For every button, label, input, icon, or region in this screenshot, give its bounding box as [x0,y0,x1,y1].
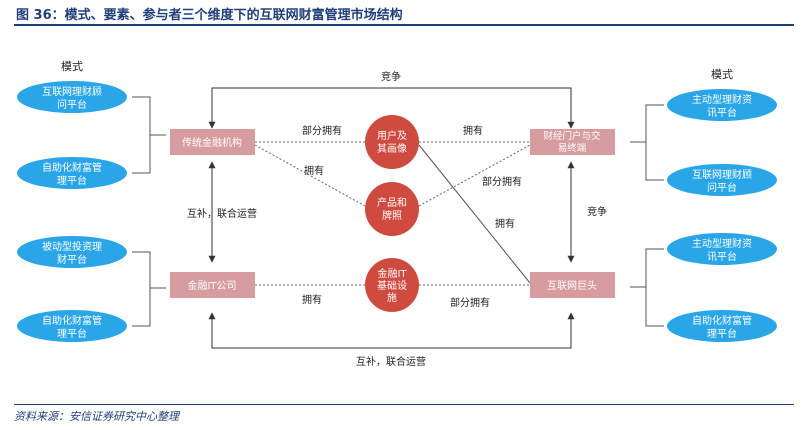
line-traditional-product [254,144,366,207]
circle-product-line-2: 牌照 [382,209,402,222]
circle-user-line-1: 用户及 [377,129,407,142]
right-pill-2-line-2: 问平台 [707,181,737,194]
label-partial-own-2: 部分拥有 [482,175,522,188]
box-traditional-finance: 传统金融机构 [170,129,255,155]
label-own-1: 拥有 [304,164,324,177]
left-mode-label: 模式 [61,60,83,73]
left-pill-2-line-2: 理平台 [57,174,87,187]
figure-title: 图 36：模式、要素、参与者三个维度下的互联网财富管理市场结构 [16,8,403,23]
right-pill-1: 主动型理财资 讯平台 [667,89,777,121]
right-pill-2: 互联网理财顾 问平台 [667,164,777,196]
label-own-3: 拥有 [495,217,515,230]
left-pill-2: 自助化财富管 理平台 [17,157,127,189]
box-giant-label: 互联网巨头 [547,280,597,292]
circle-user-line-2: 其画像 [377,143,407,155]
left-pill-4: 自助化财富管 理平台 [17,310,127,342]
box-internet-giant: 互联网巨头 [530,272,615,298]
box-portal-terminal: 财经门户与交 易终端 [530,129,615,155]
label-partial-own-1: 部分拥有 [302,124,342,137]
circle-infra-line-1: 金融IT [377,267,407,280]
right-pill-4-line-1: 自助化财富管 [692,314,752,327]
box-portal-line-1: 财经门户与交 [543,130,601,142]
left-pill-4-line-1: 自助化财富管 [42,314,102,327]
title-divider [14,24,794,26]
left-pill-1-line-2: 问平台 [57,98,87,111]
footer-divider [14,404,794,405]
label-own-2: 拥有 [463,124,483,137]
circle-infra-line-3: 施 [387,291,397,304]
label-own-4: 拥有 [302,293,322,306]
right-pill-3-line-2: 讯平台 [707,250,737,263]
line-user-giant [418,144,531,284]
left-pill-3: 被动型投资理 财平台 [17,236,127,268]
left-pill-1: 互联网理财顾 问平台 [17,81,127,113]
circle-infra-line-2: 基础设 [377,279,407,292]
box-it-label: 金融IT公司 [187,279,236,292]
circle-user-profile: 用户及 其画像 [365,115,419,169]
compete-right-label: 竞争 [587,205,607,218]
right-pill-3-line-1: 主动型理财资 [692,237,752,250]
left-pill-3-line-1: 被动型投资理 [42,240,102,253]
compete-top-label: 竞争 [381,70,401,83]
circle-product-license: 产品和 牌照 [365,182,419,236]
box-fintech-it: 金融IT公司 [170,272,255,298]
right-pill-2-line-1: 互联网理财顾 [692,168,752,181]
right-pill-1-line-2: 讯平台 [707,106,737,119]
left-pill-3-line-2: 财平台 [57,253,87,266]
right-mode-label: 模式 [711,68,733,81]
right-pill-4: 自助化财富管 理平台 [667,310,777,342]
right-pill-4-line-2: 理平台 [707,327,737,340]
left-bracket-top [132,96,166,174]
left-pill-2-line-1: 自助化财富管 [42,161,102,174]
right-bracket-top [630,104,664,181]
right-pill-3: 主动型理财资 讯平台 [667,233,777,265]
label-partial-own-3: 部分拥有 [450,296,490,309]
relationship-lines [254,141,531,286]
compete-top-arrow [208,87,575,129]
left-pill-1-line-1: 互联网理财顾 [42,85,102,98]
circle-product-line-1: 产品和 [377,196,407,209]
complement-bottom-label: 互补，联合运营 [356,355,426,368]
left-pill-4-line-2: 理平台 [57,327,87,340]
complement-left-label: 互补，联合运营 [187,207,257,220]
complement-bottom-arrow [208,312,575,349]
market-structure-diagram: 模式 模式 互联网理财顾 问平台 自助化财富管 理平台 被动型投资理 财平台 自… [17,60,777,368]
circle-it-infrastructure: 金融IT 基础设 施 [365,258,419,312]
line-product-portal [418,144,531,207]
source-note: 资料来源：安信证券研究中心整理 [14,410,179,423]
left-bracket-bottom [132,251,166,327]
box-traditional-label: 传统金融机构 [182,136,242,149]
right-pill-1-line-1: 主动型理财资 [692,93,752,106]
right-bracket-bottom [630,248,664,327]
box-portal-line-2: 易终端 [558,142,587,154]
